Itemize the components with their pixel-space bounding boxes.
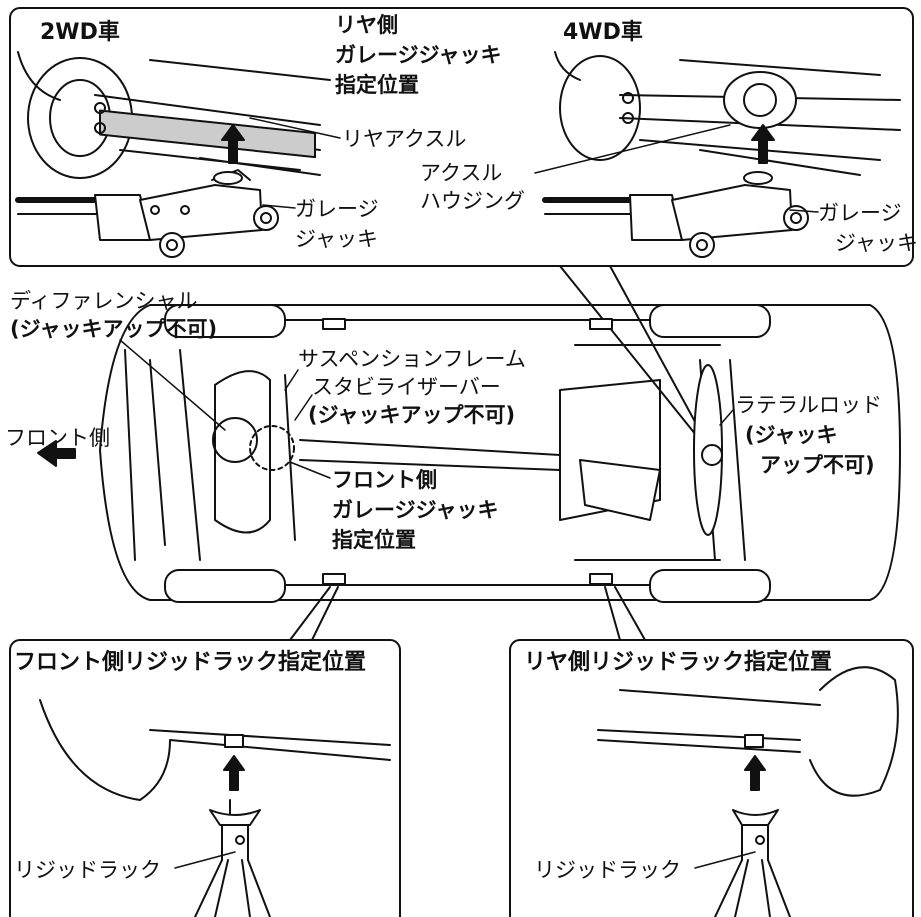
front-rack-sketch <box>39 699 391 917</box>
front-jack-point-line1: フロント側 <box>332 468 437 492</box>
top-panel-pointer <box>559 265 706 441</box>
front-jack-point-line3: 指定位置 <box>332 528 416 552</box>
lateral-rod-no-jack-line1: (ジャッキ <box>745 423 838 447</box>
rear-rack-sketch <box>597 666 899 917</box>
bottom-left-pointer <box>289 586 339 641</box>
rear-axle-2wd-sketch <box>17 51 331 179</box>
stabilizer-no-jack: (ジャッキアップ不可) <box>308 403 516 427</box>
front-jack-point-line2: ガレージジャッキ <box>332 498 499 522</box>
rear-axle-4wd-sketch <box>554 51 901 176</box>
differential-no-jack: (ジャッキアップ不可) <box>10 317 218 341</box>
rear-rack-arrow <box>744 755 766 791</box>
rear-jack-point-line1: リヤ側 <box>335 13 398 37</box>
top-panel-frame <box>9 7 914 267</box>
rear-jack-point-line3: 指定位置 <box>335 73 419 97</box>
stabilizer-bar-label: スタビライザーバー <box>312 375 501 399</box>
car-underside <box>99 304 901 603</box>
garage-jack-2wd-line2: ジャッキ <box>295 227 378 251</box>
lateral-rod-no-jack-line2: アップ不可) <box>760 453 875 477</box>
front-rack-arrow <box>223 755 245 791</box>
suspension-frame-label: サスペンションフレーム <box>298 347 526 371</box>
jack-arrow-4wd <box>751 124 775 164</box>
garage-jack-2wd <box>15 169 279 258</box>
panel-title-4wd: 4WD車 <box>563 20 643 45</box>
bottom-right-pointer <box>604 586 646 641</box>
rear-jack-point-line2: ガレージジャッキ <box>335 43 502 67</box>
lateral-rod-label: ラテラルロッド <box>735 393 882 417</box>
rear-axle-label: リヤアクスル <box>342 127 467 151</box>
jack-arrow-2wd <box>221 124 245 164</box>
rear-rigid-rack-label: リジッドラック <box>534 858 681 882</box>
axle-housing-line1: アクスル <box>420 161 503 185</box>
panel-title-2wd: 2WD車 <box>40 20 120 45</box>
front-rack-title: フロント側リジッドラック指定位置 <box>14 650 367 675</box>
rear-rack-title: リヤ側リジッドラック指定位置 <box>524 650 833 675</box>
front-side-label: フロント側 <box>5 426 110 450</box>
axle-housing-line2: ハウジング <box>420 189 525 213</box>
garage-jack-4wd <box>542 171 809 258</box>
front-direction-arrow <box>37 440 76 467</box>
front-rigid-rack-label: リジッドラック <box>14 858 161 882</box>
garage-jack-4wd-line2: ジャッキ <box>835 231 918 255</box>
bottom-left-panel-frame <box>9 639 401 917</box>
bottom-right-panel-frame <box>509 639 914 917</box>
garage-jack-2wd-line1: ガレージ <box>295 197 379 221</box>
differential-label: ディファレンシャル <box>10 289 198 313</box>
garage-jack-4wd-line1: ガレージ <box>818 201 902 225</box>
